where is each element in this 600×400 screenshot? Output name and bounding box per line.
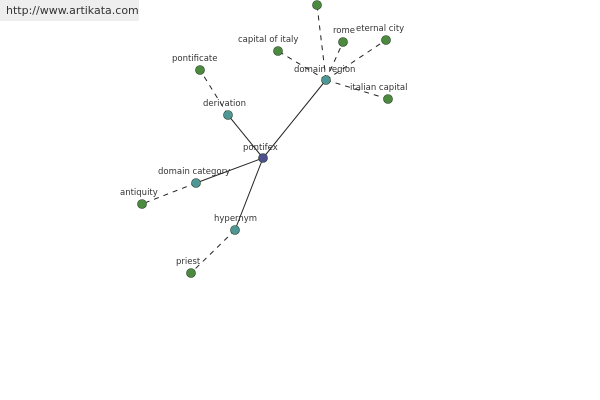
node-dot-italian-capital[interactable] [383,94,393,104]
edge-domain-region-unlabeled-term [316,4,327,81]
node-dot-pontifex[interactable] [258,153,268,163]
node-dot-domain-region[interactable] [321,75,331,85]
node-domain-category[interactable]: domain category [158,167,230,188]
node-dot-antiquity[interactable] [137,199,147,209]
node-pontificate[interactable]: pontificate [172,54,217,75]
node-capital-of-italy[interactable]: capital of italy [238,35,298,56]
node-dot-rome[interactable] [338,37,348,47]
node-dot-priest[interactable] [186,268,196,278]
node-hypernym[interactable]: hypernym [214,214,257,235]
node-label-hypernym: hypernym [214,214,257,224]
node-label-rome: rome [333,26,355,36]
node-antiquity[interactable]: antiquity [120,188,158,209]
node-label-domain-category: domain category [158,167,230,177]
node-italian-capital[interactable]: italian capital [350,83,407,104]
node-label-pontificate: pontificate [172,54,217,64]
edge-domain-region-eternal-city [325,39,387,81]
node-label-domain-region: domain region [294,65,355,75]
node-domain-region[interactable]: domain region [294,65,355,85]
node-layer: pontifex derivation domain region domain ca… [120,0,407,278]
node-dot-domain-category[interactable] [191,178,201,188]
node-dot-derivation[interactable] [223,110,233,120]
edge-domain-region-rome [325,41,344,81]
watermark-url: http://www.artikata.com [0,0,139,21]
node-dot-unlabeled-term[interactable] [312,0,322,10]
node-label-capital-of-italy: capital of italy [238,35,298,45]
node-priest[interactable]: priest [176,257,201,278]
edge-domain-region-italian-capital [325,79,389,100]
node-label-derivation: derivation [203,99,246,109]
node-dot-pontificate[interactable] [195,65,205,75]
edge-hypernym-priest [190,229,236,274]
edge-pontifex-derivation [227,114,264,159]
node-pontifex[interactable]: pontifex [243,143,278,163]
node-derivation[interactable]: derivation [203,99,246,120]
edge-derivation-pontificate [199,69,229,116]
edge-pontifex-domain-category [195,157,264,184]
node-label-antiquity: antiquity [120,188,158,198]
node-unlabeled-term[interactable] [312,0,322,10]
node-label-italian-capital: italian capital [350,83,407,93]
node-eternal-city[interactable]: eternal city [356,24,404,45]
node-dot-capital-of-italy[interactable] [273,46,283,56]
edge-layer [141,4,389,274]
node-dot-eternal-city[interactable] [381,35,391,45]
node-rome[interactable]: rome [333,26,355,47]
node-label-pontifex: pontifex [243,143,278,153]
edge-pontifex-hypernym [234,157,264,231]
node-label-priest: priest [176,257,201,267]
edge-pontifex-domain-region [262,79,327,159]
node-dot-hypernym[interactable] [230,225,240,235]
node-label-eternal-city: eternal city [356,24,404,34]
